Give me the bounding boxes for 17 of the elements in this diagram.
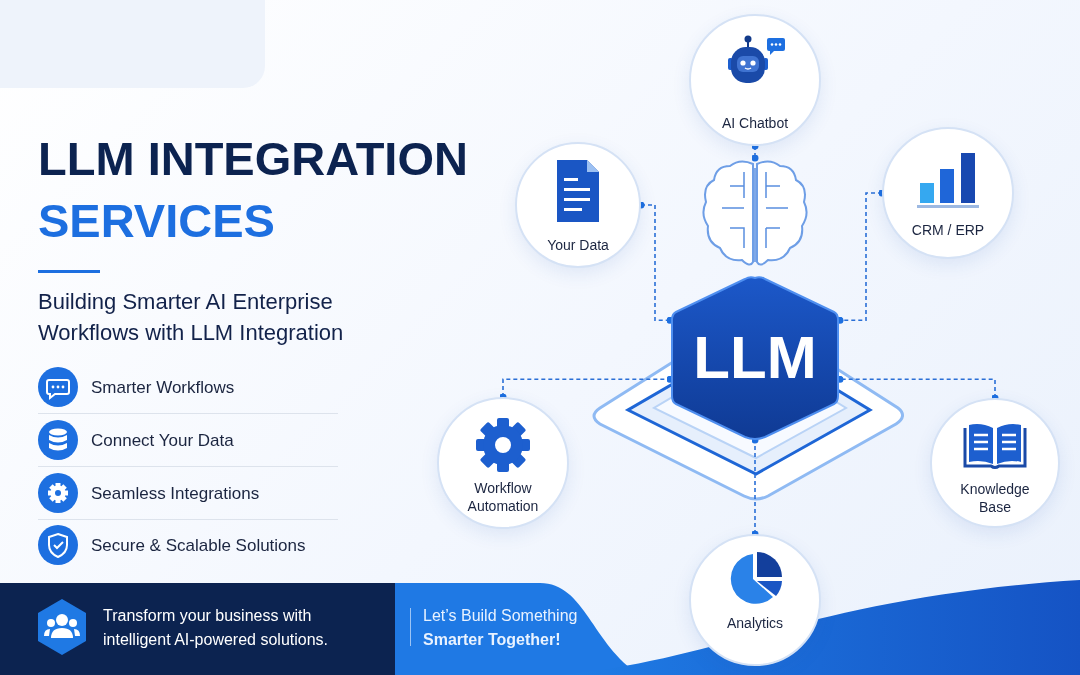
page-title: LLM INTEGRATION <box>38 131 469 187</box>
page-title: SERVICES <box>38 193 276 249</box>
footer-text: Transform your business with intelligent AI-powered solutions. <box>103 606 330 650</box>
feature-text: Smarter Workflows <box>91 377 236 399</box>
node-label: CRM / ERP <box>910 221 986 239</box>
node-label: AI Chatbot <box>720 114 790 132</box>
feature-text: Seamless Integrations <box>91 483 261 505</box>
node-label: Knowledge Base <box>959 480 1031 516</box>
feature-text: Connect Your Data <box>91 430 235 452</box>
llm-label: LLM <box>692 326 818 390</box>
node-label: Workflow Automation <box>466 479 540 515</box>
tagline: Let’s Build Something Smarter Together! <box>423 606 579 650</box>
node-label: Your Data <box>546 236 610 254</box>
node-label: Analytics <box>726 614 784 632</box>
llm-hexagon <box>670 276 840 440</box>
feature-text: Secure & Scalable Solutions <box>91 535 307 557</box>
subtitle: Building Smarter AI Enterprise Workflows with LLM Integration <box>38 288 345 347</box>
